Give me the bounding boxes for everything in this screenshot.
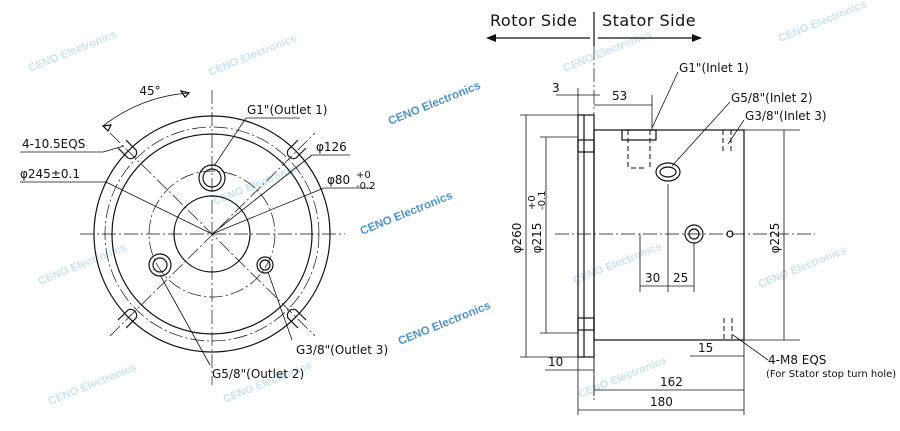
rotor-side-label: Rotor Side: [490, 11, 578, 30]
inlet-1-port: [621, 129, 657, 169]
watermark: CENO Electronics: [387, 80, 483, 128]
outlet-3-label: G3/8"(Outlet 3): [296, 343, 388, 357]
dim-15: 15: [698, 341, 713, 355]
pilot-diameter-dim: φ215: [530, 223, 544, 254]
bolt-slot: [117, 308, 138, 329]
outlet-1-port: [198, 164, 226, 192]
leader-line: [732, 334, 769, 361]
watermark: CENO Electronics: [397, 300, 493, 348]
pitch-circle: [148, 170, 276, 298]
angle-arc: [102, 92, 190, 127]
front-view: 45° 4-10.5EQS φ245±0.1 G1"(Outlet 1) φ12…: [20, 84, 388, 385]
body-diameter-dim: φ225: [768, 223, 782, 254]
leader-line: [211, 154, 313, 235]
leader-line: [159, 274, 211, 366]
bolt-slot: [286, 308, 307, 329]
bore-circle: [173, 195, 251, 273]
bolt-circle: [104, 126, 320, 342]
outlet-2-port: [148, 253, 172, 277]
inlet-1-label: G1"(Inlet 1): [679, 61, 749, 75]
bore-diameter-label: φ126: [316, 140, 347, 154]
watermark: CENO Electronics: [27, 28, 119, 74]
leader-line: [105, 181, 213, 235]
leader-line: [213, 117, 247, 167]
leader-line: [671, 101, 731, 167]
watermark: CENO Electronics: [359, 190, 455, 238]
leader-line: [651, 71, 679, 129]
watermark: CENO Electronics: [207, 32, 299, 78]
outlet-2-label: G5/8"(Outlet 2): [212, 367, 304, 381]
inlet-1-offset-dim: 53: [612, 89, 627, 103]
stop-holes-label: 4-M8 EQS: [768, 353, 826, 367]
flange-slot: [577, 139, 595, 153]
arrow-head: [179, 90, 191, 98]
inlet-3-label: G3/8"(Inlet 3): [745, 109, 827, 123]
side-view: φ260 φ215 +0 -0.1 φ225 3 53 30 25 15 1: [510, 46, 896, 415]
outer-diameter-label: φ245±0.1: [20, 167, 80, 181]
stop-turn-hole: [723, 318, 733, 340]
stator-body: [593, 129, 745, 341]
side-header: Rotor Side Stator Side: [486, 11, 702, 46]
flange-thickness-dim: 3: [552, 81, 560, 95]
stator-arrow-head: [692, 34, 702, 42]
outer-flange-circle: [93, 115, 331, 353]
bolt-slot: [286, 139, 307, 160]
dim-10: 10: [548, 355, 563, 369]
dim-180: 180: [650, 395, 673, 409]
inner-bore-tol-upper: +0: [356, 170, 371, 181]
dim-25: 25: [673, 271, 688, 285]
diagonal-centerline: [109, 132, 316, 337]
inlet-3-port: [722, 130, 732, 154]
leader-line: [727, 119, 745, 145]
inner-bore-tol-lower: -0.2: [356, 181, 376, 192]
rotor-arrow-head: [486, 34, 496, 42]
leader-line: [211, 187, 325, 235]
outlet-1-label: G1"(Outlet 1): [247, 103, 327, 117]
inlet-2-label: G5/8"(Inlet 2): [731, 91, 813, 105]
stop-holes-note: (For Stator stop turn hole): [766, 369, 896, 380]
bolt-slot: [117, 139, 138, 160]
watermark: CENO Electronics: [37, 241, 129, 287]
inlet-2-port: [655, 162, 681, 182]
stator-side-label: Stator Side: [602, 11, 696, 30]
watermark: CENO Electronics: [577, 354, 669, 400]
angle-label: 45°: [139, 84, 160, 98]
leader-line: [102, 145, 125, 153]
inner-bore-label: φ80: [327, 173, 350, 187]
body-circle: [111, 133, 313, 335]
arrow-head: [101, 124, 113, 133]
watermark: CENO Electronics: [212, 161, 304, 207]
pilot-tol-lower: -0.1: [537, 190, 548, 210]
watermark: CENO Electronics: [777, 0, 869, 45]
pilot-tol-upper: +0: [527, 195, 538, 210]
watermark: CENO Electronics: [47, 361, 139, 407]
leader-line: [267, 271, 293, 341]
watermark: CENO Electronics: [562, 28, 654, 74]
outlet-3-port: [256, 256, 274, 274]
bolt-holes-label: 4-10.5EQS: [22, 137, 85, 151]
dim-30: 30: [645, 271, 660, 285]
flange-body: [577, 114, 595, 358]
overall-diameter-dim: φ260: [510, 223, 524, 254]
flange-slot: [577, 317, 595, 331]
dim-162: 162: [660, 375, 683, 389]
